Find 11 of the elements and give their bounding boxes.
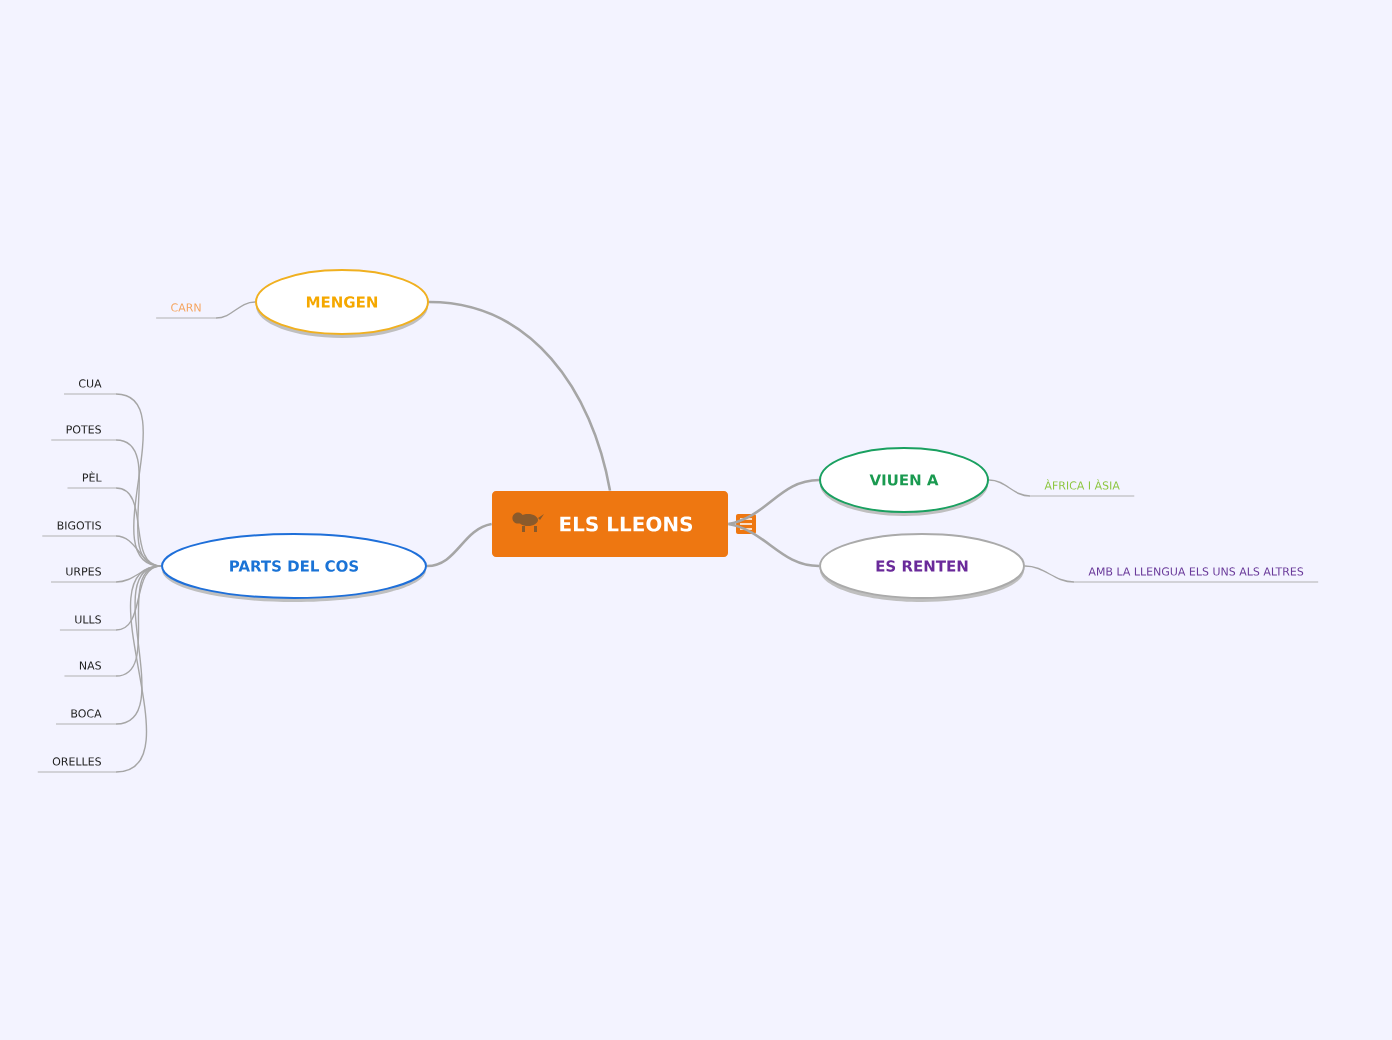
- connector: [988, 479, 1031, 497]
- connector: [728, 478, 820, 526]
- connector: [215, 301, 256, 319]
- connector: [426, 522, 492, 568]
- connector: [1024, 565, 1075, 583]
- connector: [115, 565, 162, 773]
- central-topic-box: ELS LLEONS: [492, 491, 728, 557]
- connector: [728, 522, 820, 568]
- connector: [115, 535, 162, 567]
- connector: [115, 565, 162, 631]
- connector: [428, 300, 612, 491]
